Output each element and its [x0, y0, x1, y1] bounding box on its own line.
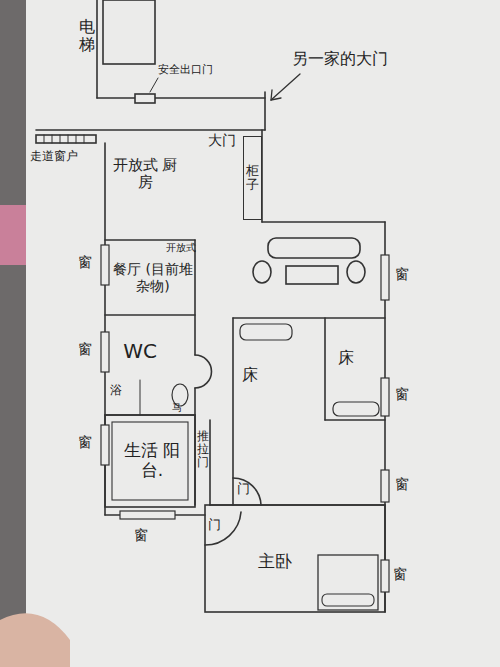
- room-label-box: 餐厅 (目前堆杂物): [110, 250, 196, 305]
- plan-label: 大门: [208, 132, 236, 148]
- plan-label: 推拉门: [197, 430, 209, 470]
- plan-label: 电梯: [79, 18, 95, 53]
- plan-label: 马: [172, 402, 182, 414]
- room-name: 开放式 厨房: [112, 157, 178, 192]
- plan-label: 门: [237, 482, 250, 497]
- room-label-box: WC: [115, 335, 165, 367]
- room-label-box: 床: [236, 362, 264, 388]
- plan-label: 窗: [395, 476, 409, 492]
- room-name: 床: [242, 366, 258, 384]
- plan-label: 窗: [78, 254, 92, 270]
- room-label-box: 生活 阳台.: [114, 428, 190, 494]
- room-name: 柜子: [246, 164, 259, 193]
- room-name: WC: [123, 340, 157, 363]
- room-name: 床: [338, 349, 354, 367]
- room-name: 主卧: [258, 552, 292, 572]
- plan-label: 开放式: [166, 242, 196, 254]
- plan-label: 窗: [78, 434, 92, 450]
- plan-label: 窗: [134, 527, 148, 543]
- plan-label: 窗: [78, 341, 92, 357]
- plan-label: 走道窗户: [30, 150, 78, 164]
- plan-label: 门: [208, 518, 221, 533]
- room-name: 餐厅 (目前堆杂物): [110, 261, 196, 293]
- cabinet-box: 柜子: [243, 136, 262, 220]
- plan-label: 窗: [393, 566, 407, 582]
- room-name: 生活 阳台.: [114, 441, 190, 480]
- plan-label: 窗: [395, 266, 409, 282]
- plan-label: 安全出口门: [158, 64, 213, 77]
- plan-label: 窗: [395, 386, 409, 402]
- room-label-box: 开放式 厨房: [112, 150, 178, 198]
- room-label-box: 主卧: [245, 545, 305, 579]
- plan-label: 浴: [110, 384, 122, 398]
- room-label-box: 床: [332, 345, 360, 371]
- plan-label: 另一家的大门: [292, 50, 388, 68]
